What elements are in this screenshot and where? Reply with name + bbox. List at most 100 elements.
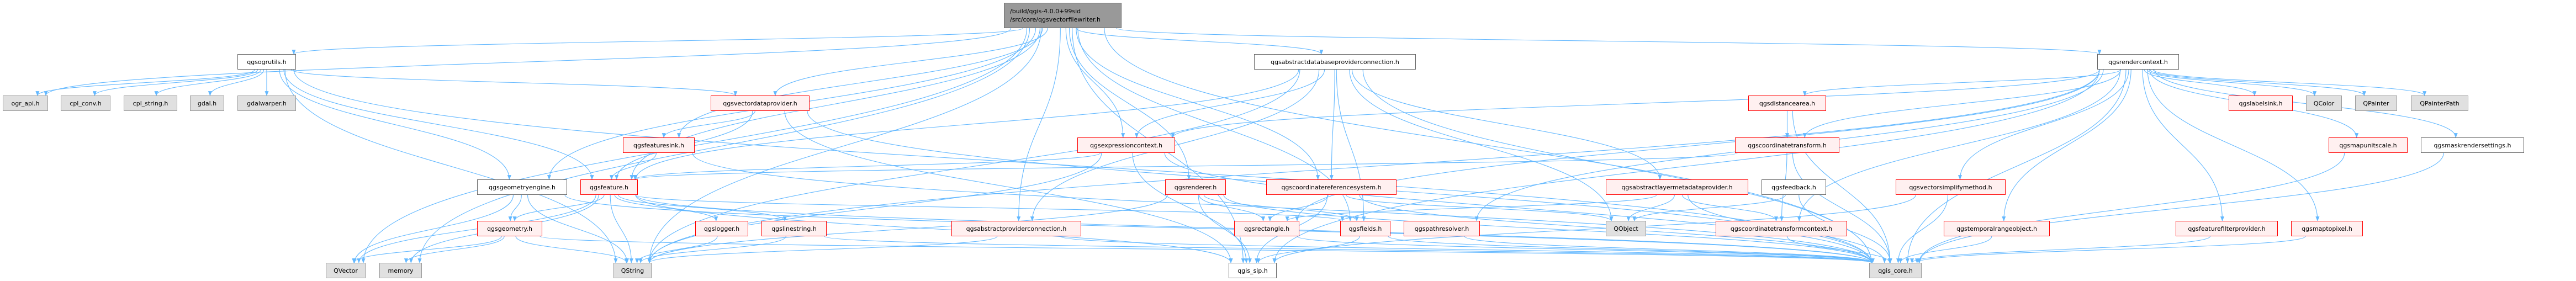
edge-rendercontext-to-QPainter (2150, 69, 2366, 96)
edge-feedback-to-QObject (1632, 194, 1786, 221)
file-node-featuresink[interactable]: qgsfeaturesink.h (623, 137, 695, 153)
edge-logger-to-QString (635, 236, 718, 263)
file-node-expressioncontext[interactable]: qgsexpressioncontext.h (1077, 137, 1175, 153)
edge-root-to-expressioncontext (1065, 28, 1125, 138)
edge-coordtransform-to-qgis_core (1792, 152, 1892, 263)
edge-geometryengine-to-QVector (352, 194, 514, 263)
file-node-geometryengine[interactable]: qgsgeometryengine.h (477, 179, 567, 195)
file-node-cpl_string[interactable]: cpl_string.h (124, 96, 177, 111)
edge-rendercontext-to-expressioncontext (1171, 69, 2100, 138)
file-node-QPainterPath[interactable]: QPainterPath (2411, 96, 2468, 111)
file-node-ogrutils[interactable]: qgsogrutils.h (237, 54, 296, 70)
edge-rendercontext-to-rectangle (1295, 69, 2100, 221)
edge-temporal-to-qgis_core (1898, 236, 1992, 263)
edge-feature-to-fields (635, 194, 1345, 221)
file-node-QPainter[interactable]: QPainter (2355, 96, 2397, 111)
edge-linestring-to-QString (638, 236, 786, 263)
file-node-feedback[interactable]: qgsfeedback.h (1762, 179, 1826, 195)
file-node-cpl_conv[interactable]: cpl_conv.h (61, 96, 110, 111)
file-node-distancearea[interactable]: qgsdistancearea.h (1748, 96, 1826, 111)
file-node-QString[interactable]: QString (613, 263, 652, 278)
edge-crs-to-rectangle (1268, 194, 1329, 221)
file-node-gdalwarper[interactable]: gdalwarper.h (237, 96, 296, 111)
edge-renderer-to-qgis_sip (1198, 194, 1252, 263)
edge-vectordataprovider-to-qgis_sip (784, 110, 1233, 263)
file-node-linestring[interactable]: qgslinestring.h (761, 221, 827, 236)
file-node-rectangle[interactable]: qgsrectangle.h (1234, 221, 1299, 236)
edge-coordtransform-to-feature (634, 152, 1738, 180)
file-node-renderer[interactable]: qgsrenderer.h (1165, 179, 1226, 195)
file-node-ctcontext[interactable]: qgscoordinatetransformcontext.h (1716, 221, 1847, 236)
edge-layermeta-to-rectangle (1285, 194, 1657, 221)
edge-absdbconn-to-fields (1336, 69, 1366, 221)
file-node-absdbconn[interactable]: qgsabstractdatabaseproviderconnection.h (1254, 54, 1416, 70)
edge-geometry-to-qgis_core (539, 236, 1873, 263)
edge-root-to-featuresink (677, 28, 1043, 138)
file-node-pathresolver[interactable]: qgspathresolver.h (1404, 221, 1480, 236)
edge-absdbconn-to-feature (633, 69, 1299, 180)
file-node-vectordataprovider[interactable]: qgsvectordataprovider.h (711, 96, 810, 111)
edge-ogrutils-to-vectordataprovider (291, 69, 738, 96)
file-node-maskrender[interactable]: qgsmaskrendersettings.h (2421, 137, 2524, 153)
edge-maptopixel-to-qgis_core (1915, 236, 2306, 263)
edge-absdbconn-to-absprovconn (1030, 69, 1320, 221)
edge-absdbconn-to-QString (647, 69, 1300, 263)
file-node-layermeta[interactable]: qgsabstractlayermetadataprovider.h (1606, 179, 1748, 195)
edge-feature-to-linestring (618, 194, 787, 221)
file-node-ogr_api[interactable]: ogr_api.h (3, 96, 48, 111)
edge-renderer-to-rectangle (1198, 194, 1266, 221)
edge-rendercontext-to-featfilter (2142, 69, 2224, 221)
file-node-logger[interactable]: qgslogger.h (695, 221, 748, 236)
file-node-QObject[interactable]: QObject (1606, 221, 1646, 236)
file-node-mapunitscale[interactable]: qgsmapunitscale.h (2329, 137, 2408, 153)
edge-rendercontext-to-coordtransform (1802, 69, 2121, 138)
edge-featuresink-to-feature (610, 152, 657, 180)
edge-root-to-memory (417, 28, 1030, 263)
file-node-labelsink[interactable]: qgslabelsink.h (2229, 96, 2293, 111)
file-node-memory[interactable]: memory (379, 263, 422, 278)
edge-geometryengine-to-QString (527, 194, 629, 263)
edge-rendercontext-to-simplify (1958, 69, 2129, 180)
file-node-coordtransform[interactable]: qgscoordinatetransform.h (1735, 137, 1839, 153)
edge-rendercontext-to-maptopixel (2147, 69, 2320, 221)
file-node-QVector[interactable]: QVector (326, 263, 366, 278)
edge-ogrutils-to-gdal (208, 69, 265, 96)
root-file-node[interactable]: /build/qgis-4.0.0+99sid /src/core/qgsvec… (1004, 3, 1122, 28)
edge-simplify-to-qgis_sip (1272, 194, 1916, 263)
edge-fields-to-qgis_sip (1256, 236, 1360, 263)
file-node-qgis_core[interactable]: qgis_core.h (1869, 263, 1922, 278)
edge-geometry-to-QString (515, 236, 628, 263)
file-node-rendercontext[interactable]: qgsrendercontext.h (2097, 54, 2179, 70)
edge-absdbconn-to-expressioncontext (1134, 69, 1325, 138)
edge-simplify-to-qgis_core (1896, 194, 1949, 263)
edge-ctcontext-to-qgis_core (1786, 236, 1892, 263)
edge-ogrutils-to-feature (283, 69, 594, 180)
file-node-gdal[interactable]: gdal.h (190, 96, 224, 111)
edge-root-to-QVector (361, 28, 1028, 263)
edge-rendercontext-to-QColor (2147, 69, 2317, 96)
edge-geometryengine-to-qgis_core (564, 194, 1874, 263)
file-node-featfilter[interactable]: qgsfeaturefilterprovider.h (2176, 221, 2278, 236)
file-node-qgis_sip[interactable]: qgis_sip.h (1229, 263, 1277, 278)
edge-geometryengine-to-geometry (508, 194, 522, 221)
edge-feature-to-logger (614, 194, 718, 221)
file-node-simplify[interactable]: qgsvectorsimplifymethod.h (1896, 179, 2006, 195)
edge-geometry-to-QVector (352, 236, 502, 263)
file-node-crs[interactable]: qgscoordinatereferencesystem.h (1266, 179, 1397, 195)
edge-featfilter-to-qgis_core (1910, 236, 2211, 263)
edge-mapunitscale-to-qgis_core (1917, 152, 2345, 263)
file-node-fields[interactable]: qgsfields.h (1340, 221, 1390, 236)
file-node-maptopixel[interactable]: qgsmaptopixel.h (2291, 221, 2363, 236)
edge-absdbconn-to-QObject (1349, 69, 1614, 221)
edge-rendercontext-to-labelsink (2144, 69, 2257, 96)
file-node-temporal[interactable]: qgstemporalrangeobject.h (1944, 221, 2050, 236)
edge-rendercontext-to-temporal (2002, 69, 2131, 221)
file-node-feature[interactable]: qgsfeature.h (580, 179, 638, 195)
file-node-geometry[interactable]: qgsgeometry.h (477, 221, 542, 236)
edge-linestring-to-qgis_core (824, 236, 1873, 263)
edge-expressioncontext-to-feature (633, 152, 1101, 180)
edge-root-to-rendercontext (1116, 28, 2101, 55)
file-node-QColor[interactable]: QColor (2306, 96, 2342, 111)
edge-geometry-to-memory (404, 236, 505, 263)
file-node-absprovconn[interactable]: qgsabstractproviderconnection.h (951, 221, 1081, 236)
